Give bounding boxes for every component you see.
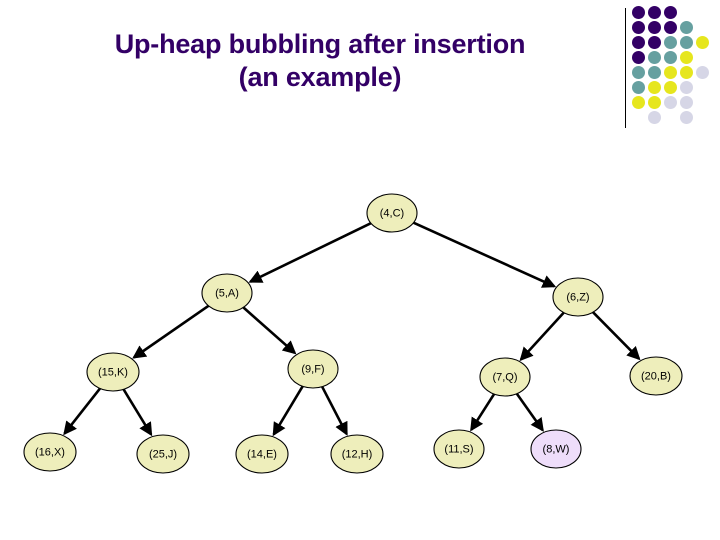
tree-node-label: (8,W) xyxy=(543,443,570,455)
tree-edge xyxy=(519,311,565,362)
tree-node-shape xyxy=(287,349,339,389)
page-title-line-2: (an example) xyxy=(238,62,402,92)
tree-node-shape xyxy=(330,434,384,474)
tree-node-shape xyxy=(136,434,190,474)
tree-node-shape xyxy=(86,352,140,392)
tree-node-label: (16,X) xyxy=(35,446,65,458)
decorative-dot xyxy=(680,66,693,79)
tree-node-shape xyxy=(552,277,604,317)
tree-node-shape xyxy=(366,193,418,233)
decorative-dot xyxy=(664,66,677,79)
decorative-dot-grid xyxy=(632,6,720,130)
decorative-dot xyxy=(632,21,645,34)
tree-node-label: (20,B) xyxy=(641,370,671,382)
decorative-dot xyxy=(632,51,645,64)
tree-node[interactable]: (7,Q) xyxy=(479,357,531,397)
decorative-dot xyxy=(648,96,661,109)
decorative-dot xyxy=(632,36,645,49)
tree-edges-layer xyxy=(63,221,641,437)
tree-node[interactable]: (12,H) xyxy=(330,434,384,474)
tree-nodes-layer: (4,C) (5,A) (6,Z) (15,K) (9,F) (7,Q) (20,B) (16… xyxy=(23,193,683,474)
decorative-dot xyxy=(648,51,661,64)
decorative-dot xyxy=(664,81,677,94)
decorative-dot xyxy=(664,51,677,64)
tree-edge xyxy=(412,221,557,288)
tree-node[interactable]: (25,J) xyxy=(136,434,190,474)
tree-node-label: (6,Z) xyxy=(566,291,589,303)
tree-node[interactable]: (11,S) xyxy=(433,429,485,469)
tree-node[interactable]: (16,X) xyxy=(23,432,77,472)
decorative-dot xyxy=(680,81,693,94)
tree-edge xyxy=(470,393,496,432)
tree-node-label: (4,C) xyxy=(380,207,404,219)
tree-node-shape xyxy=(629,356,683,396)
decorative-divider-line xyxy=(625,8,626,128)
decorative-dot xyxy=(664,96,677,109)
decorative-dot xyxy=(648,21,661,34)
tree-node-shape xyxy=(23,432,77,472)
tree-node-label: (5,A) xyxy=(215,287,239,299)
tree-edge xyxy=(320,386,348,436)
tree-edge xyxy=(592,311,641,361)
decorative-dot xyxy=(696,66,709,79)
tree-node[interactable]: (4,C) xyxy=(366,193,418,233)
tree-node-label: (11,S) xyxy=(444,443,473,455)
decorative-dot xyxy=(648,81,661,94)
tree-node-shape xyxy=(479,357,531,397)
tree-node-label: (25,J) xyxy=(149,448,177,460)
tree-edge xyxy=(63,387,102,436)
decorative-dot xyxy=(648,66,661,79)
decorative-dot xyxy=(648,36,661,49)
tree-node-label: (12,H) xyxy=(342,448,373,460)
decorative-dot xyxy=(680,21,693,34)
tree-node[interactable]: (15,K) xyxy=(86,352,140,392)
tree-node[interactable]: (20,B) xyxy=(629,356,683,396)
tree-node[interactable]: (14,E) xyxy=(235,434,289,474)
decorative-dot xyxy=(648,6,661,19)
decorative-dot xyxy=(664,6,677,19)
tree-node-label: (14,E) xyxy=(247,448,277,460)
decorative-dot xyxy=(632,66,645,79)
tree-node[interactable]: (8,W) xyxy=(530,429,582,469)
tree-node-label: (9,F) xyxy=(301,363,324,375)
tree-node-label: (7,Q) xyxy=(492,371,517,383)
tree-edge xyxy=(248,222,372,283)
tree-edge xyxy=(272,385,304,437)
decorative-dot xyxy=(680,111,693,124)
tree-node[interactable]: (9,F) xyxy=(287,349,339,389)
decorative-dot xyxy=(680,36,693,49)
tree-node-label: (15,K) xyxy=(98,366,128,378)
decorative-dot xyxy=(680,51,693,64)
decorative-dot xyxy=(664,36,677,49)
tree-node[interactable]: (5,A) xyxy=(201,273,253,313)
decorative-dot xyxy=(632,96,645,109)
tree-node-shape xyxy=(235,434,289,474)
decorative-dot xyxy=(664,21,677,34)
decorative-dot xyxy=(680,96,693,109)
decorative-dot xyxy=(632,81,645,94)
page-title: Up-heap bubbling after insertion (an exa… xyxy=(40,28,600,94)
tree-edge xyxy=(122,388,153,437)
tree-edge xyxy=(515,392,544,432)
page-title-line-1: Up-heap bubbling after insertion xyxy=(114,29,526,59)
tree-edge xyxy=(242,306,297,355)
tree-node-shape xyxy=(201,273,253,313)
decorative-dot xyxy=(632,6,645,19)
decorative-dot xyxy=(648,111,661,124)
tree-node-shape xyxy=(433,429,485,469)
tree-edge xyxy=(132,304,210,359)
decorative-dot xyxy=(696,36,709,49)
tree-node[interactable]: (6,Z) xyxy=(552,277,604,317)
tree-node-shape-highlighted xyxy=(530,429,582,469)
